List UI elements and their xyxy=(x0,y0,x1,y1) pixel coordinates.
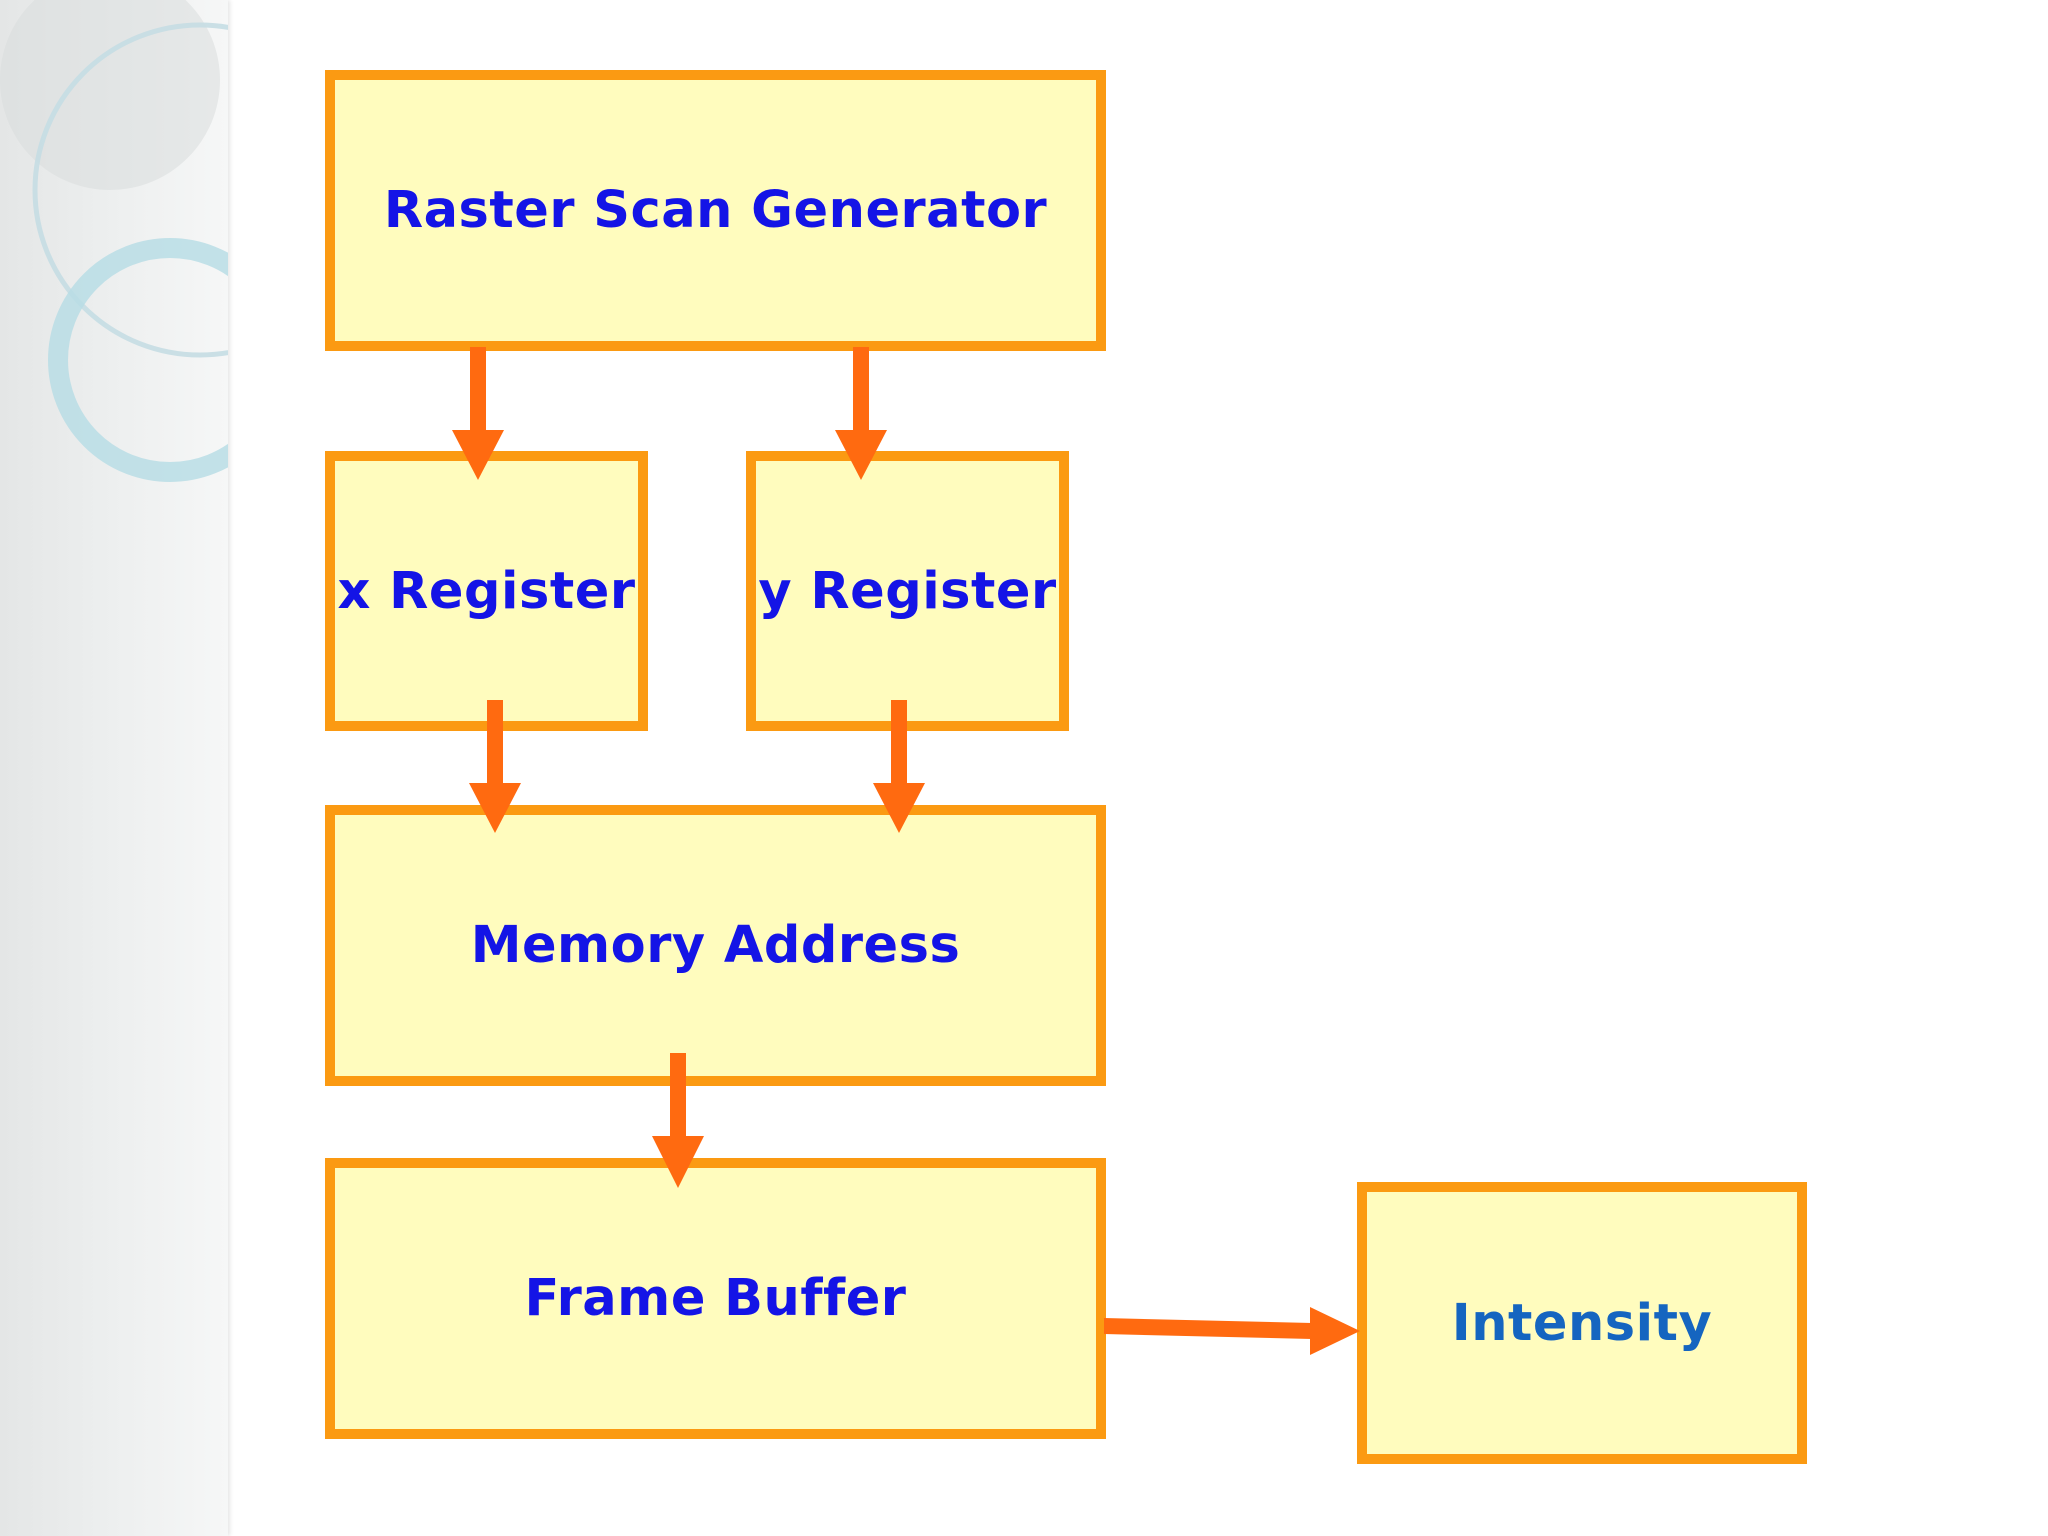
x-register-label: x Register xyxy=(337,561,636,621)
intensity-box: Intensity xyxy=(1357,1182,1807,1464)
raster-scan-generator-label: Raster Scan Generator xyxy=(383,181,1048,240)
y-register-label: y Register xyxy=(758,561,1057,621)
side-panel xyxy=(0,0,228,1536)
intensity-label: Intensity xyxy=(1451,1293,1713,1353)
y-register-box: y Register xyxy=(746,451,1069,731)
frame-buffer-box: Frame Buffer xyxy=(325,1158,1106,1439)
raster-scan-generator-box: Raster Scan Generator xyxy=(325,70,1106,351)
frame-buffer-label: Frame Buffer xyxy=(524,1269,907,1328)
memory-address-box: Memory Address xyxy=(325,805,1106,1086)
arrow-frame-buffer-to-intensity xyxy=(1104,1307,1360,1355)
decorative-circles xyxy=(0,0,228,482)
memory-address-label: Memory Address xyxy=(470,916,961,975)
x-register-box: x Register xyxy=(325,451,648,731)
